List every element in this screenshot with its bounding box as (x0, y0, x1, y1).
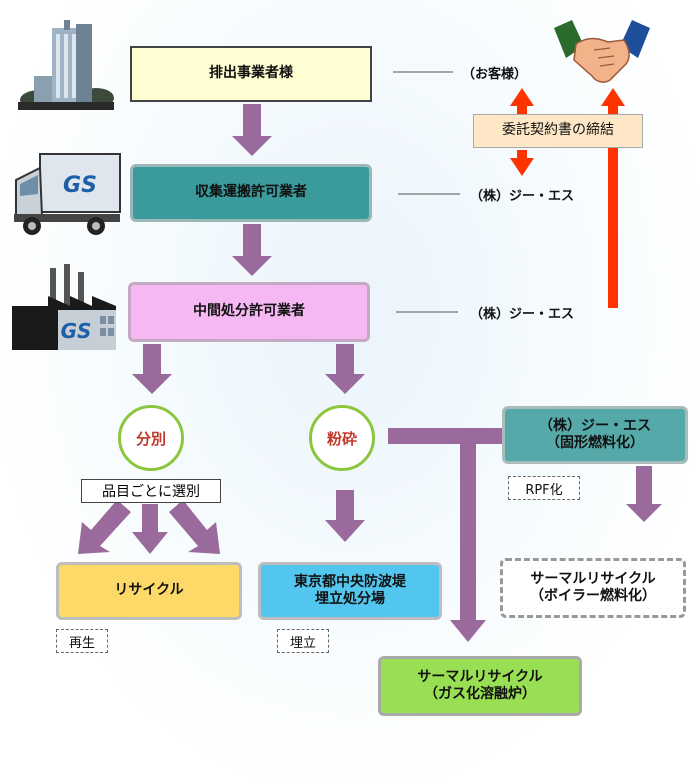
collector-box: 収集運搬許可業者 (130, 164, 372, 222)
office-building-icon (18, 20, 114, 110)
red-arrow-down-left-shaft (517, 150, 527, 160)
arrow-head-4 (325, 374, 365, 394)
sort-circle: 分別 (118, 405, 184, 471)
arrow-head-3 (132, 374, 172, 394)
arrow-sort-center (142, 504, 158, 534)
gs-label-2: （株）ジー・エス (470, 307, 575, 322)
arrow-to-sort (143, 344, 161, 376)
crush-label: 粉砕 (326, 429, 357, 448)
arrow-collector-intermediate (243, 224, 261, 258)
sort-label: 分別 (135, 429, 166, 448)
red-arrow-up-left-head (510, 88, 534, 106)
landfill-note: 埋立 (277, 629, 329, 653)
landfill-label-2: 埋立処分場 (315, 591, 385, 607)
rpf-box: （株）ジー・エス （固形燃料化） (502, 406, 688, 464)
by-item-note: 品目ごとに選別 (81, 479, 221, 503)
thermal-gas-box: サーマルリサイクル （ガス化溶融炉） (378, 656, 582, 716)
recycle-label: リサイクル (114, 582, 184, 599)
gs-truck-icon: GS (14, 153, 121, 235)
crush-horizontal-line (388, 428, 506, 444)
gs-label-1: （株）ジー・エス (470, 189, 575, 204)
red-arrow-up-left-shaft (517, 104, 527, 116)
landfill-label-1: 東京都中央防波堤 (294, 573, 406, 590)
by-item-label: 品目ごとに選別 (102, 484, 200, 500)
arrow-sort-left (78, 500, 131, 554)
red-arrow-right-shaft (608, 104, 618, 308)
arrow-head-8 (132, 532, 168, 554)
rpf-label-2: （固形燃料化） (546, 435, 644, 451)
red-arrow-down-left-head (510, 158, 534, 176)
landfill-box: 東京都中央防波堤 埋立処分場 (258, 562, 442, 620)
contract-box: 委託契約書の締結 (473, 114, 643, 148)
arrow-head-1 (232, 136, 272, 156)
customer-label: （お客様） (462, 67, 528, 82)
recycle-box: リサイクル (56, 562, 242, 620)
rpf-note: RPF化 (508, 476, 580, 500)
gs-factory-icon: GS (12, 264, 116, 350)
arrow-head-5 (325, 520, 365, 542)
intermediate-box: 中間処分許可業者 (128, 282, 370, 342)
thermal-gas-label-1: サーマルリサイクル (417, 668, 543, 685)
arrow-to-thermal-gas (460, 436, 476, 622)
arrow-discharger-collector (243, 104, 261, 138)
discharger-box: 排出事業者様 (130, 46, 372, 102)
landfill-note-label: 埋立 (289, 635, 316, 651)
arrow-rpf-boiler (636, 466, 652, 506)
rpf-label-1: （株）ジー・エス (539, 417, 651, 434)
arrow-to-landfill (336, 490, 354, 522)
crush-circle: 粉砕 (309, 405, 375, 471)
thermal-boiler-box: サーマルリサイクル （ボイラー燃料化） (500, 558, 686, 618)
svg-text:GS: GS (63, 173, 97, 198)
collector-label: 収集運搬許可業者 (195, 184, 307, 201)
thermal-gas-label-2: （ガス化溶融炉） (424, 686, 536, 702)
arrow-head-2 (232, 256, 272, 276)
red-arrow-right-head (601, 88, 625, 106)
arrow-head-7 (626, 504, 662, 522)
thermal-boiler-label-2: （ボイラー燃料化） (530, 588, 656, 604)
arrow-head-6 (450, 620, 486, 642)
arrow-to-crush (336, 344, 354, 376)
handshake-icon (554, 20, 650, 83)
arrow-sort-right (169, 500, 220, 554)
regen-note-label: 再生 (68, 635, 95, 651)
svg-text:GS: GS (61, 319, 92, 343)
discharger-label: 排出事業者様 (209, 65, 293, 82)
intermediate-label: 中間処分許可業者 (193, 303, 305, 320)
contract-label: 委託契約書の締結 (502, 122, 614, 139)
rpf-note-label: RPF化 (525, 482, 563, 498)
regen-note: 再生 (56, 629, 108, 653)
thermal-boiler-label-1: サーマルリサイクル (530, 570, 656, 587)
